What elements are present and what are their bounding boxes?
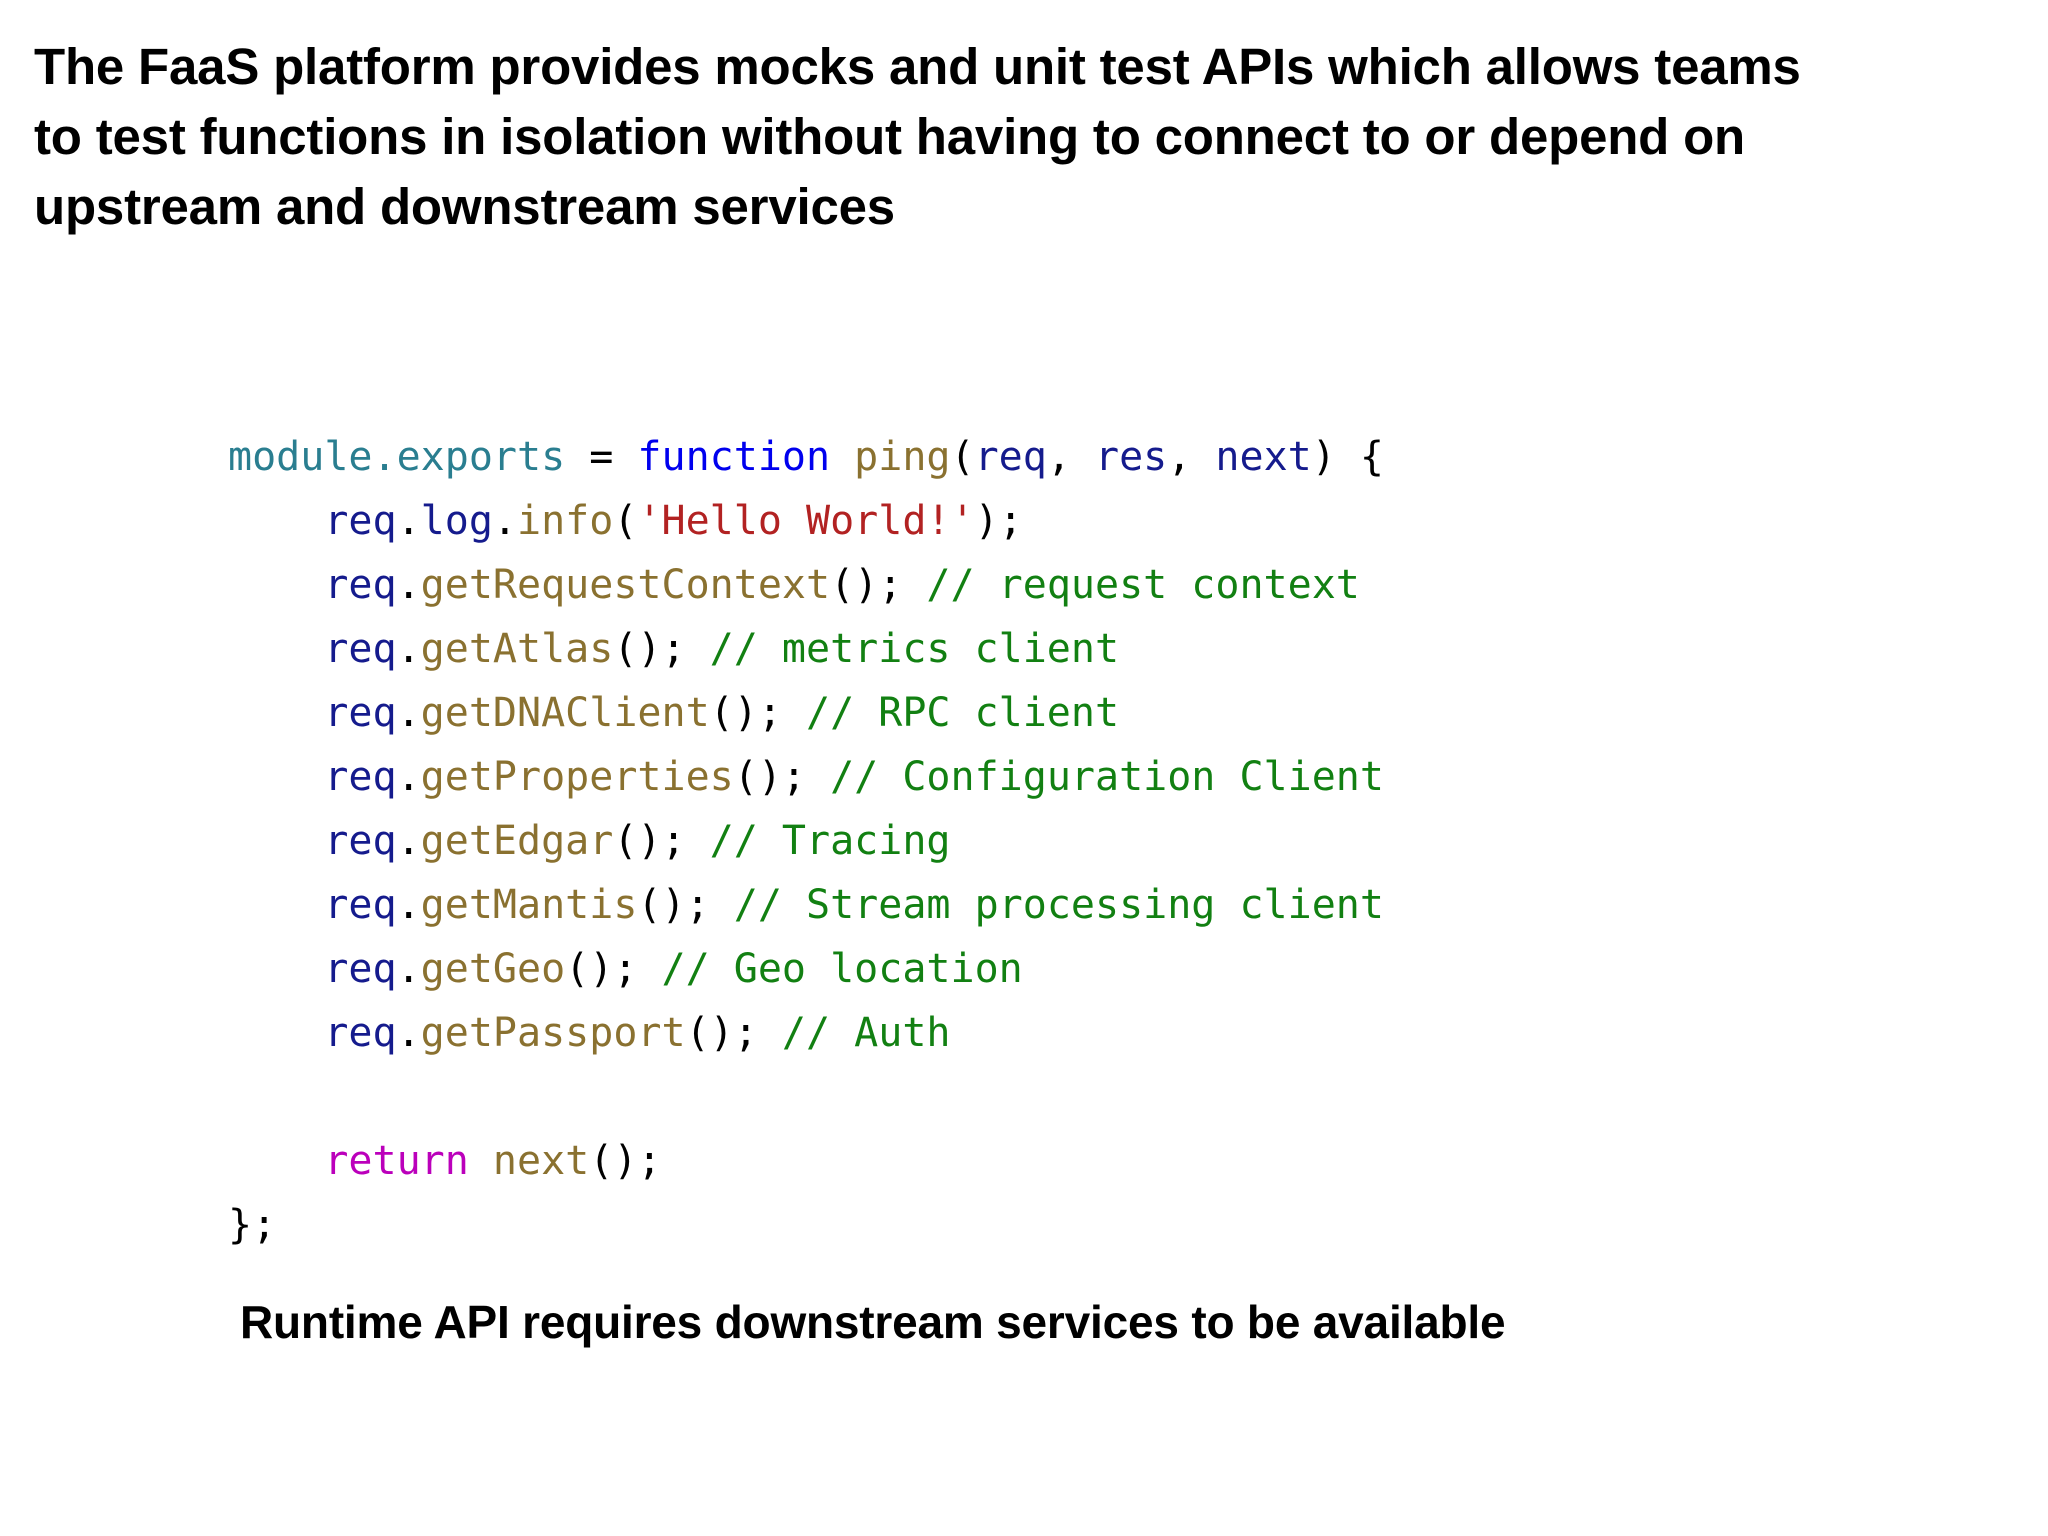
code-token: ,	[1167, 434, 1216, 480]
code-token: // Auth	[781, 1010, 951, 1056]
code-token: // Tracing	[709, 818, 951, 864]
code-token: getDNAClient	[420, 690, 710, 736]
code-token: res	[1095, 434, 1168, 480]
code-token: .	[396, 818, 421, 864]
code-line: req.getProperties(); // Configuration Cl…	[228, 745, 1384, 809]
code-line: req.getGeo(); // Geo location	[228, 937, 1384, 1001]
code-token	[228, 1010, 324, 1056]
code-line: req.getPassport(); // Auth	[228, 1001, 1384, 1065]
code-line	[228, 1065, 1384, 1129]
code-token: ();	[830, 562, 927, 608]
code-token: 'Hello World!'	[637, 498, 975, 544]
code-token: req	[324, 946, 397, 992]
code-line: req.log.info('Hello World!');	[228, 489, 1384, 553]
code-token: // Stream processing client	[733, 882, 1384, 928]
code-token: req	[324, 754, 397, 800]
page-title-line-1: The FaaS platform provides mocks and uni…	[34, 38, 1801, 95]
code-token: =	[565, 434, 638, 480]
code-token: ();	[565, 946, 662, 992]
code-token: req	[324, 882, 397, 928]
code-token: (	[950, 434, 975, 480]
code-token: req	[324, 1010, 397, 1056]
code-token: ping	[854, 434, 951, 480]
caption-text: Runtime API requires downstream services…	[240, 1296, 1506, 1348]
code-token: );	[974, 498, 1023, 544]
code-token: ();	[613, 626, 710, 672]
code-token: ,	[1046, 434, 1095, 480]
code-token: .	[396, 946, 421, 992]
code-token	[228, 754, 324, 800]
code-token: req	[324, 690, 397, 736]
code-token: log	[420, 498, 493, 544]
code-token: module.exports	[228, 434, 566, 480]
code-token	[228, 882, 324, 928]
page-title: The FaaS platform provides mocks and uni…	[34, 32, 2024, 242]
page-title-line-3: upstream and downstream services	[34, 178, 895, 235]
code-token: getPassport	[420, 1010, 686, 1056]
code-token: info	[517, 498, 614, 544]
code-token	[228, 626, 324, 672]
code-token: ();	[589, 1138, 662, 1184]
code-token: .	[396, 498, 421, 544]
code-token: getEdgar	[420, 818, 614, 864]
code-token: next	[1215, 434, 1312, 480]
code-line: req.getMantis(); // Stream processing cl…	[228, 873, 1384, 937]
code-token: // request context	[926, 562, 1360, 608]
code-token: .	[396, 690, 421, 736]
code-token: // RPC client	[805, 690, 1120, 736]
code-token: ();	[733, 754, 831, 800]
code-token: ();	[637, 882, 734, 928]
code-token: .	[492, 498, 518, 544]
code-token: .	[396, 754, 421, 800]
code-block: module.exports = function ping(req, res,…	[228, 425, 1384, 1257]
code-token	[228, 562, 324, 608]
code-token: getMantis	[420, 882, 638, 928]
code-token	[469, 1138, 493, 1184]
code-token: getProperties	[420, 754, 734, 800]
code-token: .	[396, 626, 421, 672]
code-token: // Configuration Client	[830, 754, 1384, 800]
code-token	[228, 1138, 324, 1184]
code-token: getGeo	[420, 946, 566, 992]
code-token: getAtlas	[420, 626, 614, 672]
code-line: return next();	[228, 1129, 1384, 1193]
code-token: ) {	[1311, 434, 1384, 480]
code-token: };	[228, 1202, 277, 1248]
code-token: req	[324, 498, 397, 544]
code-token: req	[324, 818, 397, 864]
code-line: req.getRequestContext(); // request cont…	[228, 553, 1384, 617]
code-token: return	[324, 1138, 469, 1184]
code-line: req.getDNAClient(); // RPC client	[228, 681, 1384, 745]
code-line: };	[228, 1193, 1384, 1257]
code-token: // Geo location	[661, 946, 1023, 992]
code-token: // metrics client	[709, 626, 1120, 672]
code-line: module.exports = function ping(req, res,…	[228, 425, 1384, 489]
code-token: .	[396, 882, 421, 928]
code-line: req.getAtlas(); // metrics client	[228, 617, 1384, 681]
code-token: ();	[613, 818, 710, 864]
code-token	[228, 498, 324, 544]
code-token: next	[492, 1138, 590, 1184]
code-token: ();	[685, 1010, 782, 1056]
code-token: getRequestContext	[420, 562, 831, 608]
code-token	[228, 690, 324, 736]
code-token	[228, 946, 324, 992]
code-token: req	[974, 434, 1047, 480]
code-token: .	[396, 562, 421, 608]
code-token: req	[324, 626, 397, 672]
code-token: ();	[709, 690, 806, 736]
code-token	[830, 434, 854, 480]
code-token: (	[613, 498, 638, 544]
page-title-line-2: to test functions in isolation without h…	[34, 108, 1746, 165]
code-token: req	[324, 562, 397, 608]
code-token: .	[396, 1010, 421, 1056]
code-token	[228, 818, 324, 864]
code-token: function	[637, 434, 831, 480]
code-line: req.getEdgar(); // Tracing	[228, 809, 1384, 873]
